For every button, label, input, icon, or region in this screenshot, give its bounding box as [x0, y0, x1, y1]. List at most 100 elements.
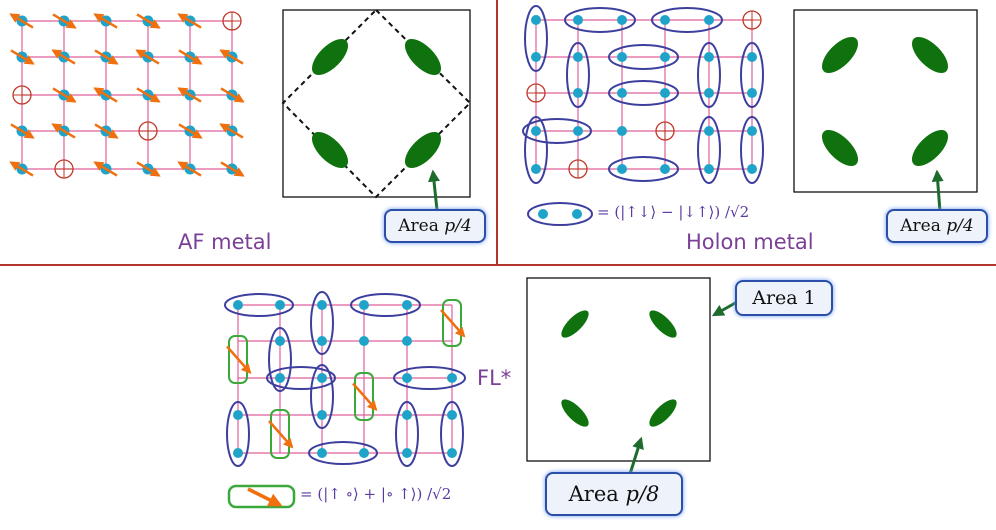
fermi-pocket: [561, 399, 589, 427]
electron-site: [317, 373, 327, 383]
electron-site: [275, 373, 285, 383]
spin-arrow: [9, 13, 34, 29]
spin-arrow: [352, 382, 378, 411]
electron-site: [317, 300, 327, 310]
electron-site: [617, 15, 627, 25]
fermi-pocket: [311, 131, 349, 169]
electron-site: [747, 88, 757, 98]
fermi-pocket: [911, 36, 949, 74]
electron-site: [447, 448, 457, 458]
singlet-bond: [268, 327, 292, 392]
electron-site: [359, 448, 369, 458]
singlet-bond: [522, 118, 592, 144]
spin-arrow: [440, 309, 466, 338]
electron-site: [660, 88, 670, 98]
spin-arrow: [51, 49, 76, 65]
fl-star-lattice: [224, 291, 466, 467]
area1-badge: Area 1: [735, 280, 833, 316]
holon-area-label: Area: [900, 216, 941, 236]
electron-site: [573, 126, 583, 136]
singlet-bond: [608, 156, 679, 182]
holon-metal-title: Holon metal: [686, 230, 814, 254]
singlet-bond: [740, 42, 764, 108]
singlet-formula: = (|↑↓⟩ − |↓↑⟩) /√2: [597, 203, 750, 221]
electron-site: [402, 410, 412, 420]
spin-arrow: [178, 49, 203, 65]
spin-arrow: [9, 161, 34, 177]
spin-arrow: [94, 49, 119, 65]
spin-arrow: [93, 87, 118, 103]
electron-site: [704, 164, 714, 174]
singlet-bond: [697, 42, 721, 108]
electron-site: [233, 448, 243, 458]
fermi-pocket: [821, 129, 859, 167]
electron-site: [704, 15, 714, 25]
electron-site: [402, 448, 412, 458]
electron-site: [531, 52, 541, 62]
singlet-bond: [266, 366, 336, 390]
spin-arrow: [93, 13, 118, 29]
spin-arrow: [220, 161, 245, 177]
spin-arrow: [135, 49, 160, 65]
holon-brillouin-zone: [793, 9, 978, 193]
spin-arrow: [136, 87, 161, 103]
electron-site: [747, 52, 757, 62]
fermi-pocket: [649, 399, 677, 427]
area1-pointer: [711, 300, 738, 317]
spin-arrow: [136, 13, 161, 29]
fermi-pocket: [649, 310, 677, 338]
electron-site: [617, 126, 627, 136]
fl-area-value: p/8: [625, 482, 660, 506]
fermi-pocket: [821, 36, 859, 74]
af-area-pointer: [428, 169, 440, 211]
electron-site: [317, 336, 327, 346]
spin-arrow: [226, 345, 252, 374]
electron-site: [531, 15, 541, 25]
spin-arrow: [10, 49, 35, 65]
singlet-bond: [740, 116, 764, 184]
singlet-bond: [524, 116, 548, 184]
fermi-pocket: [404, 131, 442, 169]
spin-arrow: [94, 123, 119, 139]
electron-site: [233, 410, 243, 420]
af-zone-diamond: [281, 8, 472, 199]
fermi-pocket: [561, 310, 589, 338]
electron-site: [660, 15, 670, 25]
fermi-pocket: [311, 38, 349, 76]
singlet-bond: [350, 293, 421, 317]
spin-arrow: [51, 123, 76, 139]
electron-site: [573, 88, 583, 98]
spin-arrow: [93, 161, 118, 177]
singlet-bond: [393, 366, 466, 390]
af-area-label: Area: [398, 216, 439, 236]
electron-site: [531, 126, 541, 136]
spin-arrow: [52, 13, 77, 29]
singlet-bond: [608, 80, 679, 106]
electron-site: [531, 164, 541, 174]
singlet-bond: [440, 401, 464, 467]
electron-site: [275, 300, 285, 310]
af-area-value: p/4: [444, 216, 472, 236]
holon-pair-bond: [442, 299, 462, 347]
singlet-bond: [524, 5, 548, 72]
electron-site: [447, 373, 457, 383]
electron-site: [704, 126, 714, 136]
holon-pair-bond: [270, 409, 290, 459]
electron-site: [704, 88, 714, 98]
af-lattice: [9, 11, 245, 179]
singlet-bond: [308, 441, 378, 465]
electron-site: [275, 336, 285, 346]
fl-star-brillouin-zone: [526, 277, 711, 462]
spin-arrow: [178, 123, 203, 139]
spin-arrow: [177, 87, 202, 103]
spin-arrow: [177, 161, 202, 177]
electron-site: [359, 336, 369, 346]
electron-site: [704, 52, 714, 62]
electron-site: [617, 52, 627, 62]
holon-area-pointer: [931, 169, 944, 213]
electron-site: [573, 15, 583, 25]
holon-lattice: [522, 5, 764, 184]
af-metal-title: AF metal: [178, 230, 272, 254]
spin-arrow: [10, 123, 35, 139]
